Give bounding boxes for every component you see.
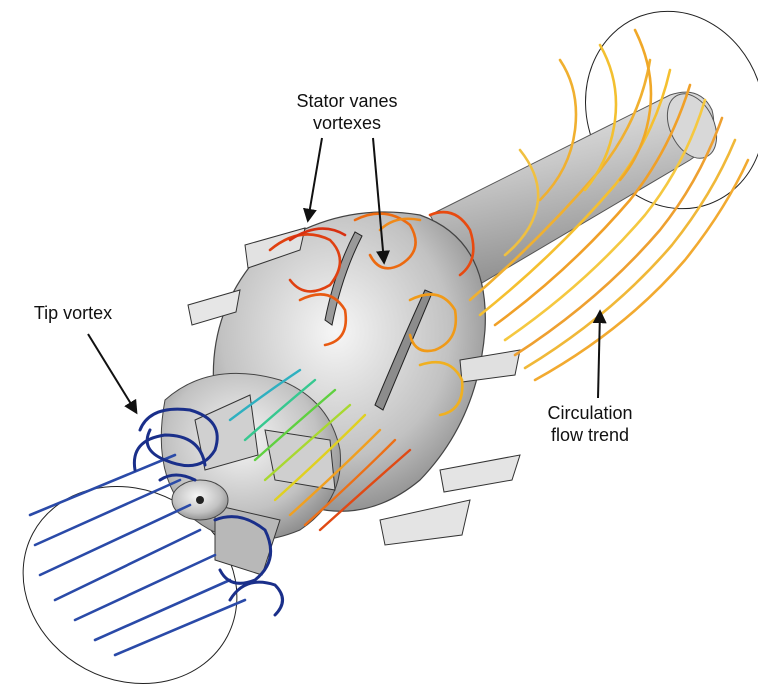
circulation-label-line2: flow trend [530, 424, 650, 446]
tip-vortex-label: Tip vortex [18, 302, 128, 324]
tip-label-line1: Tip vortex [18, 302, 128, 324]
stator-label-line2: vortexes [272, 112, 422, 134]
stator-vanes-vortexes-label: Stator vanes vortexes [272, 90, 422, 134]
circulation-flow-trend-label: Circulation flow trend [530, 402, 650, 446]
circulation-arrow [598, 312, 600, 398]
tip-arrow [88, 334, 136, 412]
shaft [430, 86, 726, 290]
stator-label-line1: Stator vanes [272, 90, 422, 112]
circulation-label-line1: Circulation [530, 402, 650, 424]
stator-arrow-left [308, 138, 322, 220]
